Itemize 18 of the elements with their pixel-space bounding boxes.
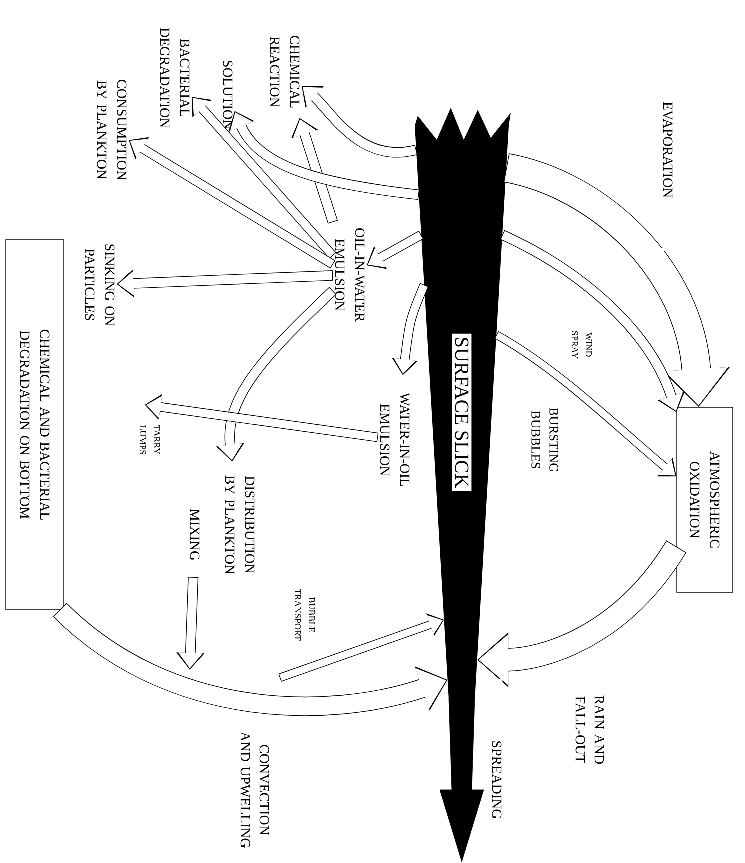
- process-box: ATMOSPHERIC OXIDATION: [676, 407, 734, 593]
- process-label: WATER-IN-OIL EMULSION: [380, 392, 410, 486]
- edge-label: EVAPORATION: [662, 49, 674, 251]
- edge-label: RAIN AND FALL-OUT: [574, 686, 606, 774]
- edge-label: CONVECTION AND UPWELLING: [240, 724, 270, 856]
- edge-label: BURSTING BUBBLES: [530, 396, 560, 484]
- process-label: CHEMICAL REACTION: [270, 36, 300, 108]
- edge-label: BUBBLE TRANSPORT: [294, 586, 316, 644]
- process-box: CHEMICAL AND BACTERIAL DEGRADATION ON BOTTOM: [6, 240, 64, 610]
- process-label: SINKING ON PARTICLES: [85, 244, 115, 326]
- process-label: OIL-IN-WATER EMULSION: [335, 228, 365, 322]
- process-label: BACTERIAL DEGRADATION: [160, 28, 190, 128]
- process-label: MIXING: [190, 509, 200, 561]
- process-label: CONSUMPTION BY PLANKTON: [97, 80, 127, 180]
- edge-label: WIND SPRAY: [571, 329, 593, 361]
- process-label: DISTRIBUTION BY PLANKTON: [225, 476, 255, 574]
- spreading-arrow: [440, 698, 484, 862]
- process-label: SOLUTION: [223, 60, 233, 130]
